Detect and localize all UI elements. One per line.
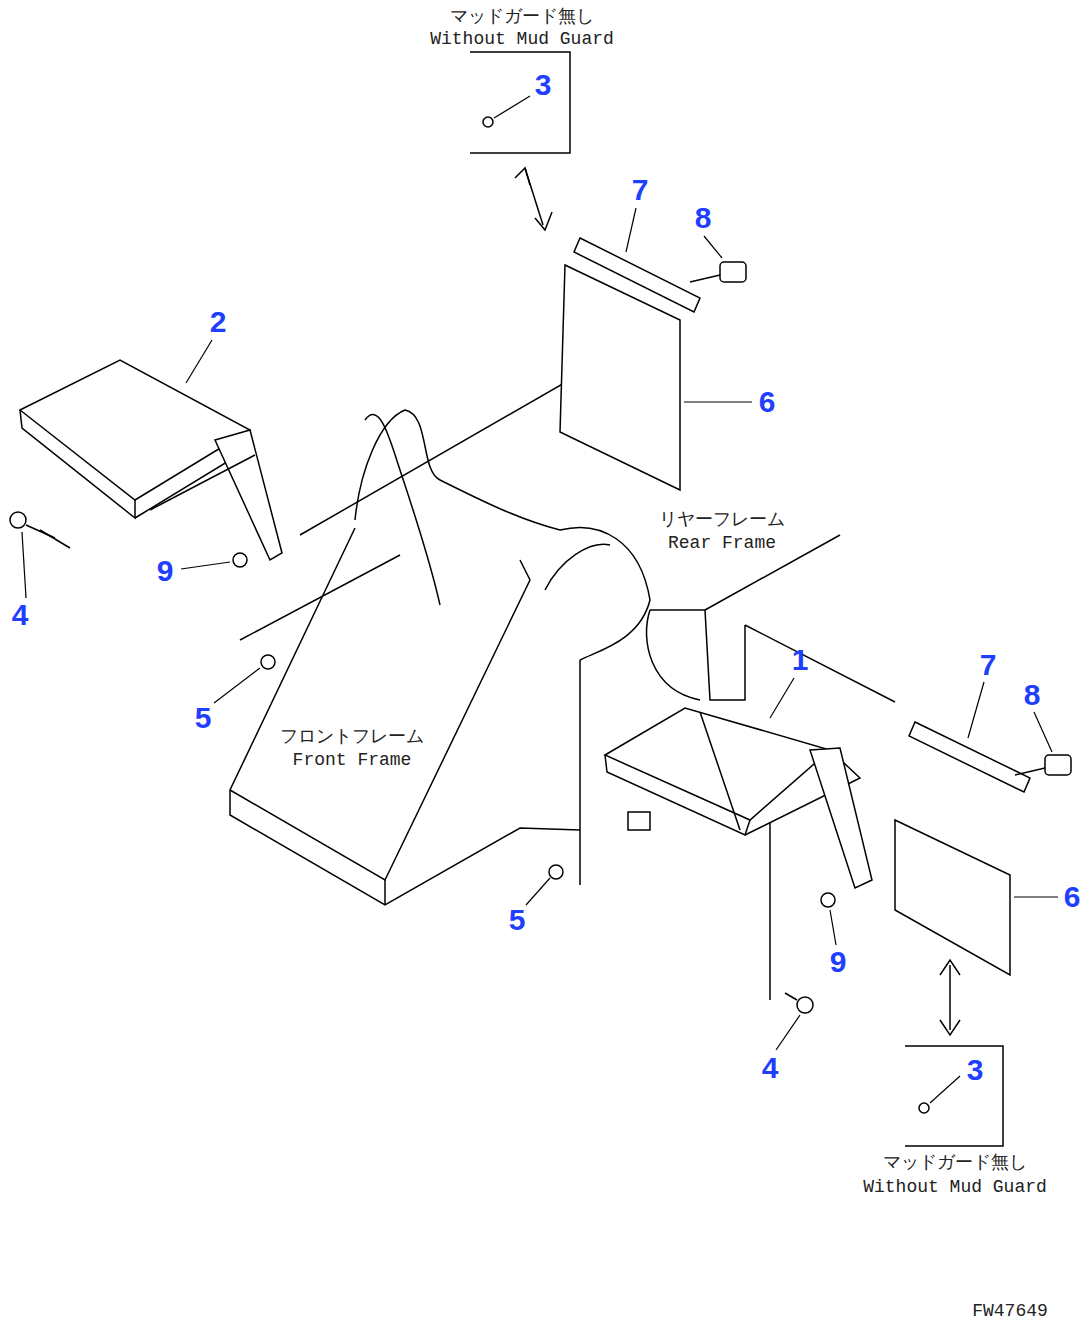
callout-number: 5: [195, 703, 212, 733]
callout-number: 2: [210, 307, 227, 337]
callout-number: 8: [1024, 680, 1041, 710]
callout-number: 3: [535, 70, 552, 100]
callout-number: 4: [762, 1053, 779, 1083]
callout-number: 7: [632, 175, 649, 205]
option-box: マッドガード無しWithout Mud Guard 3: [415, 4, 630, 156]
callout-number: 9: [157, 556, 174, 586]
callout-number: 1: [792, 645, 809, 675]
drawing-number: FW47649: [972, 1302, 1048, 1322]
callout-number: 5: [509, 905, 526, 935]
frame-label: Rear Frame: [668, 534, 776, 554]
callout-number: 6: [759, 387, 776, 417]
callout-number: 6: [1064, 882, 1081, 912]
callout-number: 4: [12, 600, 29, 630]
option-heading: Without Mud Guard: [863, 1178, 1047, 1198]
callout-number: 9: [830, 947, 847, 977]
callout-number: 8: [695, 203, 712, 233]
frame-label: フロントフレーム: [280, 728, 424, 748]
option-heading: Without Mud Guard: [430, 30, 614, 50]
option-box: 3 マッドガード無し Without Mud Guard: [850, 1040, 1065, 1208]
option-heading: マッドガード無し: [450, 8, 594, 28]
callout-number: 7: [980, 650, 997, 680]
callout-number: 3: [967, 1055, 984, 1085]
frame-label: リヤーフレーム: [659, 511, 785, 531]
frame-label: Front Frame: [293, 751, 412, 771]
option-heading: マッドガード無し: [883, 1154, 1027, 1174]
